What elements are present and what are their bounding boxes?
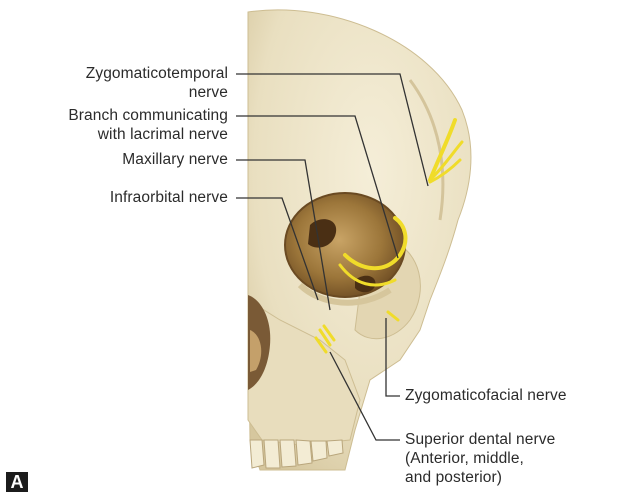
label-branch-communicating: Branch communicating with lacrimal nerve [0, 106, 228, 144]
label-maxillary-nerve: Maxillary nerve [20, 150, 228, 169]
orbit [285, 193, 405, 297]
label-superior-dental-line3: and posterior) [405, 468, 555, 487]
label-zygomaticotemporal-line2: nerve [10, 83, 228, 102]
label-superior-dental-nerve: Superior dental nerve (Anterior, middle,… [405, 430, 555, 487]
label-branch-line2: with lacrimal nerve [0, 125, 228, 144]
label-branch-line1: Branch communicating [0, 106, 228, 125]
label-zygomaticotemporal: Zygomaticotemporal nerve [10, 64, 228, 102]
label-superior-dental-line1: Superior dental nerve [405, 430, 555, 449]
label-superior-dental-line2: (Anterior, middle, [405, 449, 555, 468]
label-zygomaticofacial-nerve: Zygomaticofacial nerve [405, 386, 567, 405]
panel-letter: A [6, 472, 28, 492]
label-infraorbital-nerve: Infraorbital nerve [20, 188, 228, 207]
label-zygomaticotemporal-line1: Zygomaticotemporal [10, 64, 228, 83]
